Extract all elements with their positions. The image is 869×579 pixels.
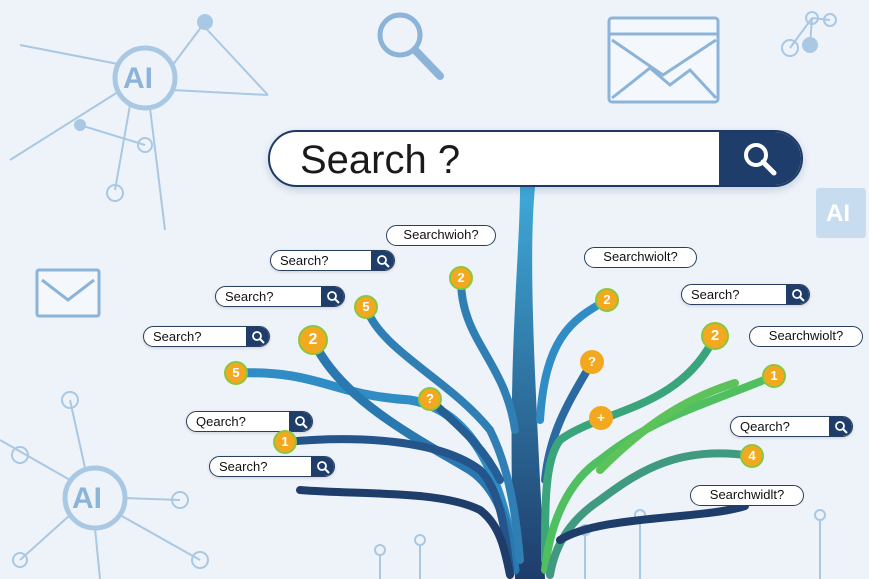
count-badge: 2 [595, 288, 619, 312]
main-search-text: Search ? [300, 138, 461, 182]
main-search-bar[interactable]: Search ? [268, 130, 803, 187]
search-box-text: Search? [153, 329, 202, 344]
ai-label: AI [123, 62, 153, 95]
branches [231, 187, 778, 579]
ai-label: AI [826, 200, 850, 227]
search-box-text: Search? [691, 287, 740, 302]
count-badge: ? [418, 387, 442, 411]
query-pill[interactable]: Searchwidlt? [690, 485, 804, 506]
count-badge: 2 [449, 266, 473, 290]
count-badge: + [589, 406, 613, 430]
count-badge: ? [580, 350, 604, 374]
count-badge: 1 [762, 364, 786, 388]
query-pill[interactable]: Searchwiolt? [749, 326, 863, 347]
search-box-text: Search? [219, 459, 268, 474]
search-box[interactable]: Search? [143, 326, 270, 347]
query-pill[interactable]: Searchwiolt? [584, 247, 697, 268]
count-badge: 2 [701, 322, 729, 350]
ai-label: AI [72, 482, 102, 515]
search-box-text: Search? [280, 253, 329, 268]
search-icon [744, 142, 777, 175]
query-pill[interactable]: Searchwioh? [386, 225, 496, 246]
search-icon[interactable] [321, 287, 344, 306]
search-box[interactable]: Search? [681, 284, 810, 305]
magnifier-decoration-icon [377, 12, 444, 80]
envelope-icon [35, 268, 101, 318]
search-box[interactable]: Qearch? [186, 411, 313, 432]
search-icon[interactable] [289, 412, 312, 431]
count-badge: 2 [298, 325, 328, 355]
search-icon[interactable] [371, 251, 394, 270]
count-badge: 4 [740, 444, 764, 468]
search-box[interactable]: Search? [215, 286, 345, 307]
search-box[interactable]: Qearch? [730, 416, 853, 437]
search-icon[interactable] [311, 457, 334, 476]
browser-window-icon [607, 16, 720, 104]
search-icon[interactable] [786, 285, 809, 304]
search-box-text: Qearch? [740, 419, 790, 434]
search-box-text: Search? [225, 289, 274, 304]
main-search-button[interactable] [719, 132, 801, 185]
search-box-text: Qearch? [196, 414, 246, 429]
count-badge: 1 [273, 430, 297, 454]
ai-box-decoration [816, 188, 866, 238]
search-box[interactable]: Search? [270, 250, 395, 271]
search-box[interactable]: Search? [209, 456, 335, 477]
count-badge: 5 [224, 361, 248, 385]
count-badge: 5 [354, 295, 378, 319]
search-icon[interactable] [829, 417, 852, 436]
network-decoration [0, 11, 837, 579]
search-icon[interactable] [246, 327, 269, 346]
